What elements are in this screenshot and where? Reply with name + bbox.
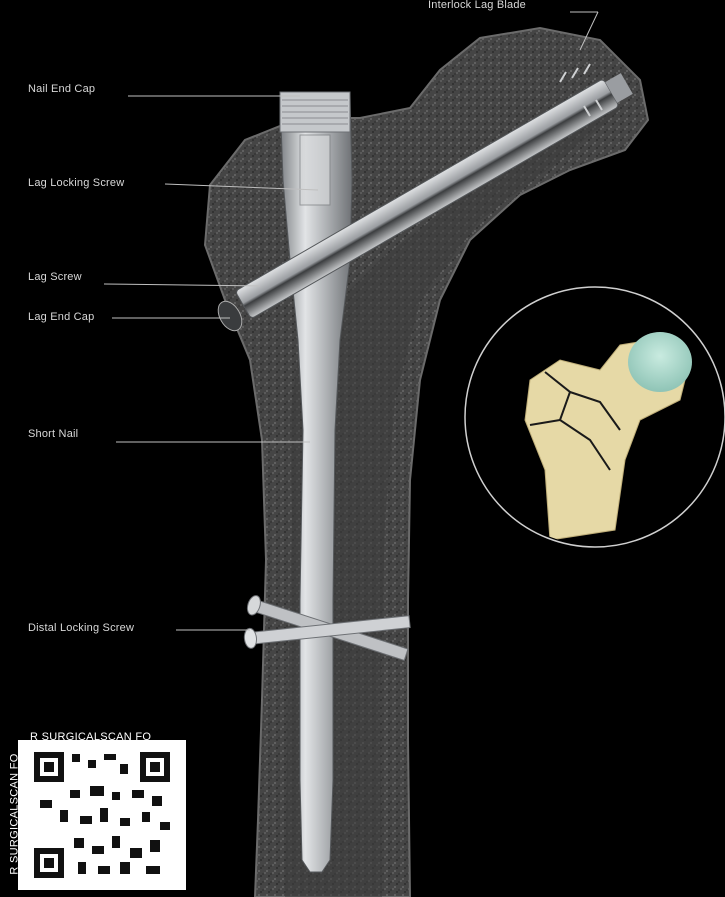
label-lag-screw: Lag Screw	[28, 271, 82, 283]
label-short-nail: Short Nail	[28, 428, 78, 440]
qr-text-right: R SURGICALSCAN FO	[175, 753, 187, 874]
qr-code[interactable]	[18, 740, 186, 890]
label-nail-end-cap: Nail End Cap	[28, 83, 95, 95]
label-distal-locking-screw: Distal Locking Screw	[28, 622, 134, 634]
lag-locking-screw	[300, 135, 330, 205]
label-interlock-lag-blade: Interlock Lag Blade	[428, 0, 526, 11]
qr-text-left: R SURGICALSCAN FO	[9, 753, 21, 874]
label-lag-end-cap: Lag End Cap	[28, 311, 94, 323]
label-lag-locking-screw: Lag Locking Screw	[28, 177, 124, 189]
femoral-head	[628, 332, 692, 392]
fracture-inset	[465, 287, 725, 547]
qr-text-bottom: R SURGICALSCAN FO	[30, 878, 151, 890]
qr-text-top: R SURGICALSCAN FO	[30, 731, 151, 743]
